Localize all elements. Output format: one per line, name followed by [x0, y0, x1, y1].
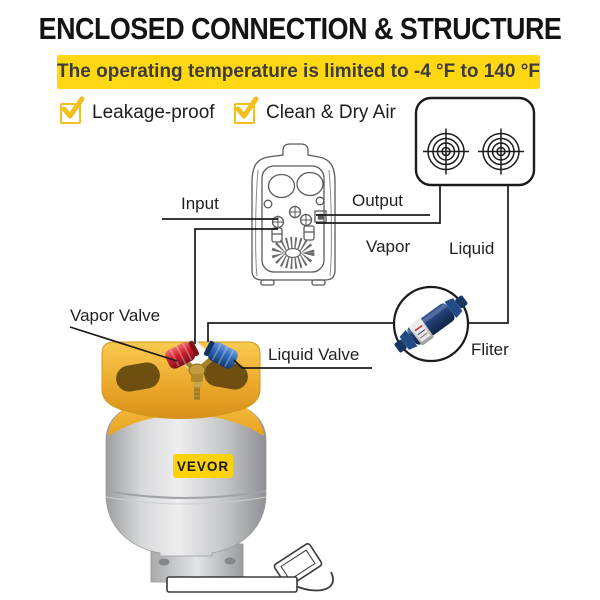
vapor-to-condenser-line — [316, 185, 441, 224]
vapor-valve-label: Vapor Valve — [70, 306, 161, 325]
recovery-machine-illustration — [251, 143, 336, 286]
checkmark-icon — [234, 96, 259, 124]
liquid-from-condenser-line — [469, 185, 509, 324]
scale-cable-outline — [292, 571, 334, 592]
vapor-valve-knob — [165, 340, 200, 369]
liquid-valve-label: Liquid Valve — [268, 345, 360, 364]
fan-coil-icon-right — [478, 128, 524, 175]
vapor-valve-pointer-line — [69, 326, 178, 362]
liquid-valve-knob — [203, 340, 238, 369]
port-icons — [271, 225, 315, 243]
scale-platform-outline — [166, 576, 298, 593]
vevor-logo: VEVOR — [173, 454, 233, 478]
checkmark-icon — [60, 96, 85, 124]
filter-label: Fliter — [471, 340, 509, 359]
vapor-label: Vapor — [366, 237, 411, 256]
feature-item-clean-dry-air: Clean & Dry Air — [234, 96, 396, 124]
feature-label: Clean & Dry Air — [266, 102, 396, 123]
feature-item-leakage-proof: Leakage-proof — [60, 96, 215, 124]
gauge-icons — [267, 171, 324, 199]
filter-magnifier-illustration — [392, 285, 470, 363]
temperature-banner-text: The operating temperature is limited to … — [57, 61, 540, 82]
temperature-banner: The operating temperature is limited to … — [57, 55, 540, 89]
vapor-pipe-line — [194, 228, 278, 344]
liquid-valve-pointer-line — [233, 359, 372, 369]
input-label: Input — [181, 194, 219, 213]
connection-lines — [69, 185, 509, 369]
page-title: ENCLOSED CONNECTION & STRUCTURE — [38, 11, 562, 46]
liquid-pipe-line — [207, 322, 393, 342]
fan-vent-icon — [271, 237, 315, 269]
condenser-box-illustration — [414, 96, 536, 187]
output-label: Output — [352, 191, 404, 210]
feature-label: Leakage-proof — [92, 102, 215, 123]
fan-coil-icon-left — [423, 128, 469, 175]
liquid-label: Liquid — [449, 239, 495, 258]
